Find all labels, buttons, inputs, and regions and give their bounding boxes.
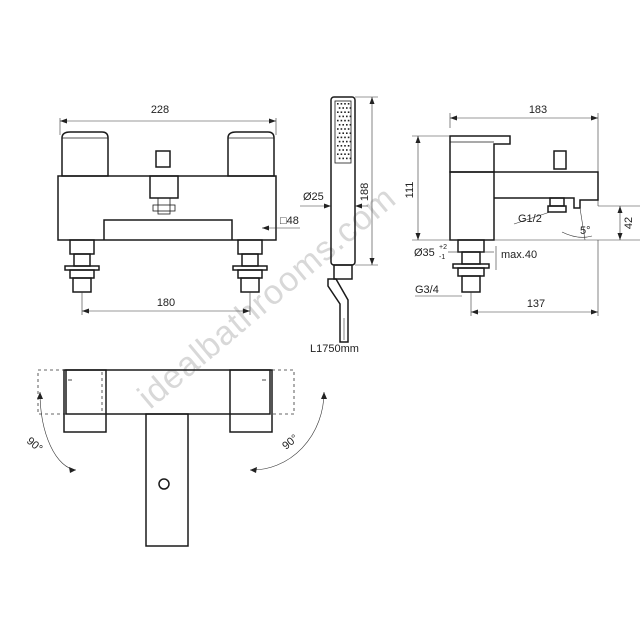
nozzle (337, 103, 339, 105)
spray-face (334, 100, 352, 164)
right-leg (237, 239, 263, 255)
front-width-dim: 228 (151, 104, 169, 116)
side-handle (449, 135, 511, 173)
nozzle (340, 136, 343, 139)
nozzle (344, 145, 346, 147)
nozzle (342, 140, 344, 143)
right-inlet (232, 253, 268, 293)
nozzle (347, 103, 350, 105)
nozzle (340, 153, 343, 155)
nozzle (349, 132, 352, 134)
nozzle (347, 128, 350, 130)
nozzle (349, 124, 352, 126)
spray-nozzles (337, 103, 352, 160)
nozzle (346, 157, 348, 160)
nozzle (340, 145, 343, 147)
hose-length: L1750mm (310, 343, 359, 355)
hole-dim: Ø35 (414, 247, 435, 259)
nozzle (338, 115, 341, 118)
nozzle (346, 149, 348, 151)
front-body (57, 175, 277, 241)
handset-height: 188 (359, 183, 371, 201)
nozzle (346, 124, 348, 126)
nozzle (337, 119, 339, 122)
nozzle (347, 136, 350, 139)
nozzle (346, 107, 348, 109)
top-spout (145, 413, 189, 547)
nozzle (347, 111, 350, 113)
hole-tol-upper: +2 (439, 244, 447, 251)
nozzle (342, 149, 344, 151)
side-view: 183 111 G1/2 5° (404, 104, 640, 316)
right-handle-rotated (229, 369, 295, 415)
nozzle (340, 119, 343, 122)
nozzle (342, 132, 344, 134)
left-handle (61, 131, 109, 177)
projection-dim: 137 (527, 298, 545, 310)
right-rotation: 90° (280, 432, 300, 452)
nozzle (349, 107, 352, 109)
nozzle (340, 128, 343, 130)
handset-view: Ø25 188 L1750mm (300, 96, 378, 355)
nozzle (337, 145, 339, 147)
nozzle (344, 103, 346, 105)
front-view: 228 □48 (57, 104, 300, 315)
nozzle (346, 115, 348, 118)
nozzle (338, 124, 341, 126)
nozzle (337, 136, 339, 139)
square-dim: □48 (280, 215, 299, 227)
nozzle (344, 153, 346, 155)
nozzle (346, 132, 348, 134)
nozzle (349, 115, 352, 118)
nozzle (337, 128, 339, 130)
deck-thickness: max.40 (501, 249, 537, 261)
left-handle-rotated (37, 369, 103, 415)
nozzle (342, 124, 344, 126)
left-inlet (64, 253, 100, 293)
nozzle (338, 107, 341, 109)
nozzle (344, 128, 346, 130)
diverter-top (158, 478, 170, 490)
spout (494, 171, 599, 209)
nozzle (338, 157, 341, 160)
centres-dim: 180 (157, 297, 175, 309)
nozzle (337, 111, 339, 113)
nozzle (337, 153, 339, 155)
left-leg (69, 239, 95, 255)
nozzle (342, 115, 344, 118)
nozzle (347, 153, 350, 155)
side-body (449, 171, 495, 241)
spout-height-dim: 42 (623, 217, 635, 229)
nozzle (344, 119, 346, 122)
nozzle (347, 145, 350, 147)
nozzle (349, 157, 352, 160)
nozzle (342, 107, 344, 109)
spout-angle: 5° (580, 225, 591, 237)
side-depth-dim: 183 (529, 104, 547, 116)
nozzle (349, 140, 352, 143)
nozzle (340, 103, 343, 105)
nozzle (338, 140, 341, 143)
hole-tol-lower: -1 (439, 254, 445, 261)
outlet-thread: G1/2 (518, 213, 542, 225)
side-height-dim: 111 (404, 182, 416, 199)
nozzle (349, 149, 352, 151)
nozzle (340, 111, 343, 113)
nozzle (344, 136, 346, 139)
nozzle (338, 149, 341, 151)
inlet-thread: G3/4 (415, 284, 439, 296)
right-handle (227, 131, 275, 177)
nozzle (347, 119, 350, 122)
nozzle (344, 111, 346, 113)
handset-diameter: Ø25 (303, 191, 324, 203)
nozzle (346, 140, 348, 143)
left-rotation: 90° (24, 435, 44, 455)
diverter-knob (155, 150, 171, 168)
nozzle (338, 132, 341, 134)
nozzle (342, 157, 344, 160)
